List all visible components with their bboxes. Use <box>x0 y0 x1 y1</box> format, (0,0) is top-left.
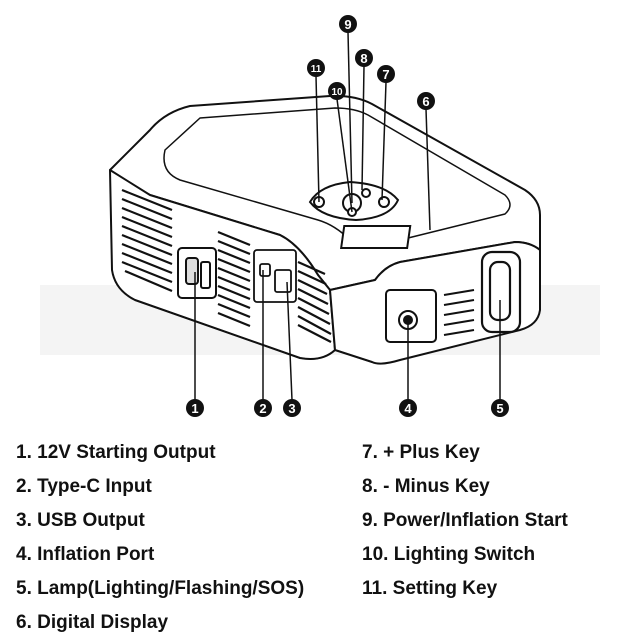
12v-port <box>177 247 217 299</box>
legend-item-lighting-switch: 10. Lighting Switch <box>362 544 536 565</box>
callout-4: 4 <box>399 399 417 417</box>
callout-11: 11 <box>307 59 325 77</box>
callout-4-number: 4 <box>404 401 412 416</box>
callout-7-number: 7 <box>382 67 389 82</box>
inflation-port <box>385 289 437 343</box>
callout-3: 3 <box>283 399 301 417</box>
callout-10: 10 <box>328 82 346 100</box>
legend-item-lamp: 5. Lamp(Lighting/Flashing/SOS) <box>16 578 305 599</box>
legend-right-column: 7. + Plus Key 8. - Minus Key 9. Power/In… <box>362 436 632 606</box>
callout-9: 9 <box>339 15 357 33</box>
legend-item-12v-starting-output: 1. 12V Starting Output <box>16 442 216 463</box>
side-vents <box>121 188 332 343</box>
callout-1-number: 1 <box>191 401 198 416</box>
callout-5-number: 5 <box>496 401 503 416</box>
legend-left-column: 1. 12V Starting Output 2. Type-C Input 3… <box>16 436 346 640</box>
legend-item-minus-key: 8. - Minus Key <box>362 476 490 497</box>
callout-3-number: 3 <box>288 401 295 416</box>
legend-item-plus-key: 7. + Plus Key <box>362 442 480 463</box>
callout-7: 7 <box>377 65 395 83</box>
lamp <box>480 250 522 334</box>
callout-6: 6 <box>417 92 435 110</box>
legend-item-digital-display: 6. Digital Display <box>16 612 169 633</box>
callout-2-number: 2 <box>259 401 266 416</box>
legend-item-power-inflation-start: 9. Power/Inflation Start <box>362 510 568 531</box>
callout-1: 1 <box>186 399 204 417</box>
callout-8: 8 <box>355 49 373 67</box>
legend-item-setting-key: 11. Setting Key <box>362 578 498 599</box>
callout-9-number: 9 <box>344 17 351 32</box>
legend-item-inflation-port: 4. Inflation Port <box>16 544 155 565</box>
callout-2: 2 <box>254 399 272 417</box>
legend-item-type-c-input: 2. Type-C Input <box>16 476 152 497</box>
front-vents <box>443 289 475 336</box>
callout-8-number: 8 <box>360 51 367 66</box>
leader-lines <box>194 31 501 401</box>
device-diagram: 1 2 3 4 5 6 7 8 9 10 11 <box>40 15 600 417</box>
callout-10-number: 10 <box>331 87 343 98</box>
usb-port-panel <box>253 249 297 303</box>
legend-item-usb-output: 3. USB Output <box>16 510 145 531</box>
callout-5: 5 <box>491 399 509 417</box>
callout-6-number: 6 <box>422 94 429 109</box>
callout-11-number: 11 <box>311 64 322 75</box>
digital-display <box>340 225 412 249</box>
